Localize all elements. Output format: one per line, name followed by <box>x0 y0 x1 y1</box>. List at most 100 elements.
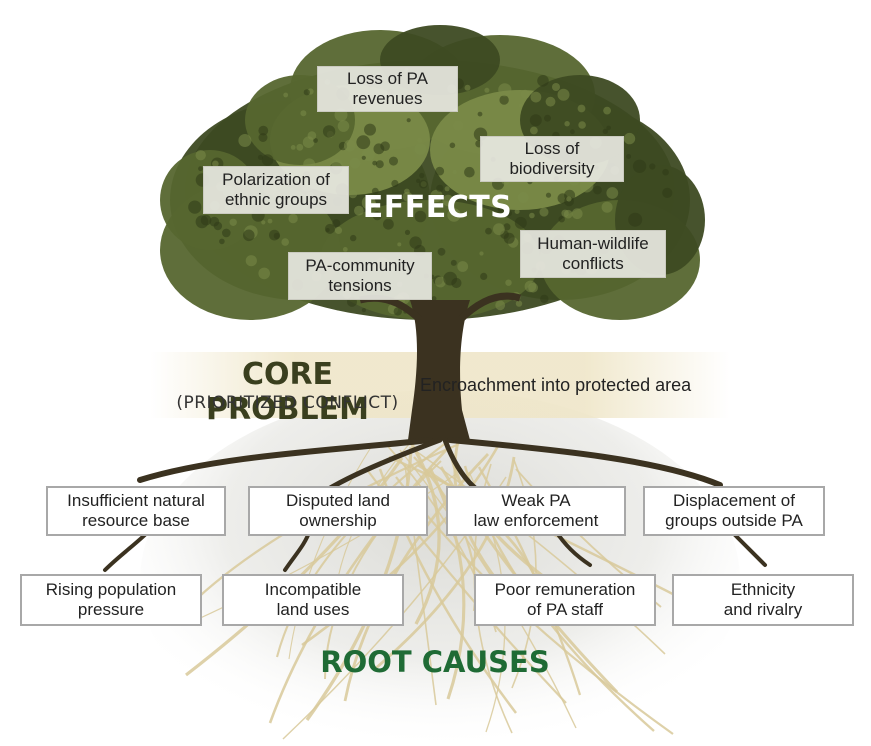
canopy-leaf-speck <box>517 192 529 203</box>
canopy-leaf-speck <box>503 232 515 244</box>
canopy-leaf-speck <box>281 238 290 246</box>
canopy-leaf-speck <box>558 216 565 223</box>
canopy-leaf-speck <box>435 276 446 288</box>
canopy-leaf-speck <box>195 150 206 161</box>
canopy-leaf-speck <box>579 178 594 193</box>
canopy-leaf-speck <box>303 89 310 96</box>
canopy-leaf-speck <box>497 206 504 213</box>
cause-label: Disputed land ownership <box>286 491 390 530</box>
canopy-leaf-speck <box>503 223 511 231</box>
canopy-leaf-speck <box>383 218 394 230</box>
canopy-leaf-speck <box>450 259 457 266</box>
cause-ethnicity-and-rivalry: Ethnicity and rivalry <box>672 574 854 626</box>
effect-loss-of-pa-revenues: Loss of PA revenues <box>317 66 458 112</box>
canopy-leaf-speck <box>350 234 357 242</box>
fine-root-strand <box>288 443 374 660</box>
canopy-leaf-speck <box>213 221 223 231</box>
canopy-leaf-speck <box>273 232 281 240</box>
canopy-leaf-speck <box>443 271 458 286</box>
fine-root-strand <box>275 441 448 658</box>
canopy-leaf-speck <box>435 166 445 176</box>
canopy-leaf-speck <box>212 160 219 168</box>
canopy-leaf-speck <box>498 83 512 97</box>
canopy-leaf-speck <box>514 209 520 214</box>
cause-displacement-of-groups-outside-pa: Displacement of groups outside PA <box>643 486 825 536</box>
canopy-leaf-speck <box>506 210 512 216</box>
effect-label: Human-wildlife conflicts <box>537 234 649 273</box>
canopy-leaf-speck <box>372 211 382 221</box>
canopy-leaf-speck <box>529 114 542 127</box>
canopy-leaf-speck <box>540 294 549 304</box>
canopy-leaf-speck <box>404 188 410 195</box>
canopy-leaf-speck <box>372 160 378 166</box>
canopy-leaf-speck <box>545 192 552 198</box>
cause-label: Insufficient natural resource base <box>67 491 205 530</box>
canopy-leaf-speck <box>449 142 456 149</box>
canopy-leaf-speck <box>402 191 413 202</box>
cause-label: Ethnicity and rivalry <box>723 580 803 619</box>
canopy-leaf-speck <box>219 238 225 245</box>
canopy-leaf-speck <box>557 88 570 101</box>
canopy-leaf-speck <box>198 166 203 172</box>
fine-root-strand <box>412 448 666 655</box>
effect-label: Polarization of ethnic groups <box>222 170 330 209</box>
canopy-leaf-speck <box>662 187 673 198</box>
canopy-leaf-speck <box>409 236 422 249</box>
canopy-leaf-speck <box>324 223 335 234</box>
canopy-leaf-speck <box>373 143 385 155</box>
root-causes-title: ROOT CAUSES <box>320 645 550 679</box>
canopy-leaf-speck <box>649 163 656 170</box>
canopy-leaf-speck <box>361 155 366 160</box>
canopy-leaf-speck <box>628 212 643 227</box>
canopy-leaf-speck <box>200 214 212 226</box>
canopy-leaf-speck <box>406 118 411 123</box>
canopy-leaf-speck <box>364 123 376 136</box>
canopy-leaf-speck <box>391 179 399 188</box>
canopy-leaf-speck <box>493 223 505 236</box>
canopy-leaf-speck <box>539 207 549 217</box>
canopy-leaf-speck <box>520 89 530 99</box>
canopy-leaf-speck <box>243 229 255 242</box>
canopy-leaf-speck <box>593 185 602 195</box>
canopy-leaf-speck <box>361 195 376 210</box>
canopy-leaf-speck <box>479 251 484 256</box>
canopy-leaf-speck <box>349 157 361 169</box>
effect-loss-of-biodiversity: Loss of biodiversity <box>480 136 624 182</box>
canopy-leaf-speck <box>375 160 384 169</box>
cause-label: Displacement of groups outside PA <box>665 491 803 530</box>
cause-label: Poor remuneration of PA staff <box>494 580 636 619</box>
effect-label: PA-community tensions <box>305 256 415 295</box>
canopy-leaf-speck <box>397 242 402 247</box>
canopy-leaf-speck <box>354 205 364 216</box>
core-problem-statement: Encroachment into protected area <box>420 375 692 395</box>
canopy-leaf-speck <box>495 300 506 311</box>
canopy-leaf-speck <box>313 138 318 143</box>
cause-label: Weak PA law enforcement <box>473 491 599 530</box>
canopy-leaf-speck <box>334 226 343 234</box>
canopy-leaf-speck <box>518 103 523 108</box>
canopy-leaf-speck <box>623 132 636 145</box>
canopy-leaf-speck <box>606 187 619 199</box>
canopy-leaf-speck <box>258 125 269 136</box>
canopy-leaf-speck <box>307 131 317 140</box>
canopy-leaf-speck <box>603 106 611 115</box>
canopy-leaf-speck <box>485 227 492 235</box>
canopy-leaf-speck <box>261 154 274 166</box>
canopy-leaf-speck <box>524 280 537 293</box>
effect-label: Loss of PA revenues <box>347 69 428 108</box>
canopy-leaf-speck <box>505 279 512 286</box>
canopy-leaf-speck <box>662 168 669 176</box>
effects-title: EFFECTS <box>362 190 513 225</box>
canopy-leaf-speck <box>258 267 271 280</box>
canopy-leaf-speck <box>564 121 570 127</box>
canopy-leaf-speck <box>322 125 336 138</box>
canopy-leaf-speck <box>414 143 427 156</box>
canopy-leaf-speck <box>407 200 415 208</box>
canopy-leaf-speck <box>577 104 586 113</box>
canopy-leaf-speck <box>544 114 551 122</box>
canopy-leaf-speck <box>267 218 273 224</box>
canopy-leaf-speck <box>290 145 296 150</box>
canopy-leaf-speck <box>578 121 586 129</box>
canopy-leaf-speck <box>348 189 358 199</box>
canopy-leaf-speck <box>464 84 471 91</box>
